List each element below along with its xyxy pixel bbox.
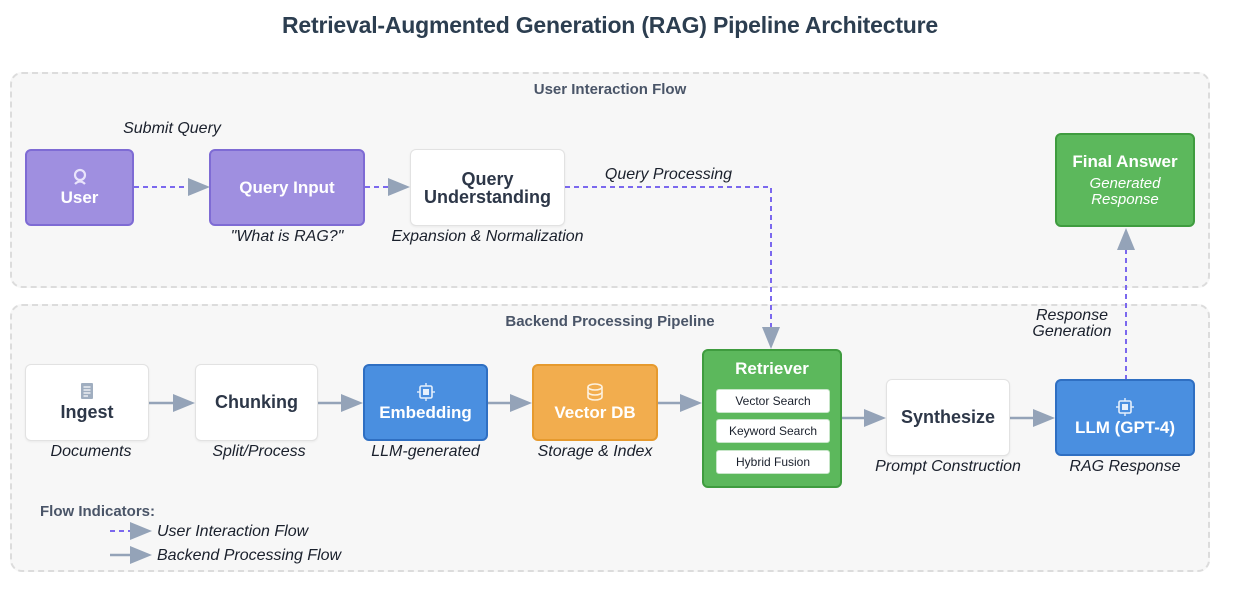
vector-db-node: Vector DB (532, 364, 658, 441)
edge-synthesize-to-llm (1010, 409, 1055, 427)
query-understanding-label: Query Understanding (423, 168, 551, 207)
edge-embedding-to-vector-db (488, 394, 532, 412)
document-icon (81, 383, 93, 399)
edge-chunking-to-embedding (318, 394, 363, 412)
caption-documents: Documents (50, 443, 132, 460)
caption-llm-generated: LLM-generated (371, 443, 480, 460)
chip-icon (416, 382, 435, 401)
edge-understanding-to-retriever (565, 186, 780, 349)
edge-llm-to-final-answer (1117, 228, 1135, 380)
user-interaction-panel-label: User Interaction Flow (533, 81, 687, 98)
legend-backend-flow-label: Backend Processing Flow (157, 547, 342, 564)
query-understanding-node: Query Understanding (410, 149, 565, 226)
legend-solid-line (110, 546, 152, 564)
llm-node: LLM (GPT-4) (1055, 379, 1195, 456)
edge-retriever-to-synthesize (842, 409, 886, 427)
legend-title: Flow Indicators: (40, 503, 156, 520)
ingest-node: Ingest (25, 364, 149, 441)
chip-icon (1116, 397, 1134, 416)
keyword-search-chip: Keyword Search (716, 419, 830, 443)
retriever-node: Retriever Vector Search Keyword Search H… (702, 349, 842, 488)
synthesize-node: Synthesize (886, 379, 1010, 456)
query-input-label: Query Input (239, 177, 335, 197)
synthesize-label: Synthesize (900, 407, 996, 427)
embedding-node: Embedding (363, 364, 488, 441)
final-answer-label: Final Answer (1072, 152, 1178, 171)
ingest-label: Ingest (60, 402, 114, 422)
legend-dashed-line (110, 522, 152, 540)
edge-user-to-query-input (134, 178, 210, 196)
caption-rag-response: RAG Response (1069, 458, 1181, 475)
embedding-label: Embedding (379, 402, 472, 422)
caption-what-is-rag: "What is RAG?" (230, 228, 344, 245)
chunking-label: Chunking (215, 392, 298, 412)
database-icon (587, 382, 603, 401)
caption-prompt-construction: Prompt Construction (875, 458, 1021, 475)
final-answer-node: Final Answer Generated Response (1055, 133, 1195, 227)
user-icon (73, 168, 86, 185)
llm-label: LLM (GPT-4) (1074, 417, 1176, 437)
vector-search-chip: Vector Search (716, 389, 830, 413)
backend-panel-label: Backend Processing Pipeline (505, 313, 715, 330)
diagram-title: Retrieval-Augmented Generation (RAG) Pip… (282, 12, 938, 38)
caption-split-process: Split/Process (212, 443, 306, 460)
chunking-node: Chunking (195, 364, 318, 441)
edge-ingest-to-chunking (149, 394, 195, 412)
user-node-label: User (60, 187, 99, 207)
legend-user-flow-label: User Interaction Flow (157, 523, 309, 540)
final-answer-sub: Generated Response (1089, 175, 1161, 208)
caption-expansion: Expansion & Normalization (391, 228, 584, 245)
caption-query-processing: Query Processing (604, 166, 733, 183)
caption-submit-query: Submit Query (123, 120, 221, 137)
vector-db-label: Vector DB (554, 402, 636, 422)
retriever-label: Retriever (735, 359, 809, 378)
hybrid-fusion-chip: Hybrid Fusion (716, 450, 830, 474)
caption-storage-index: Storage & Index (537, 443, 653, 460)
query-input-node: Query Input (209, 149, 365, 226)
edge-vector-db-to-retriever (658, 394, 702, 412)
user-node: User (25, 149, 134, 226)
edge-query-input-to-understanding (365, 178, 410, 196)
caption-response-generation: Response Generation (1032, 307, 1112, 340)
